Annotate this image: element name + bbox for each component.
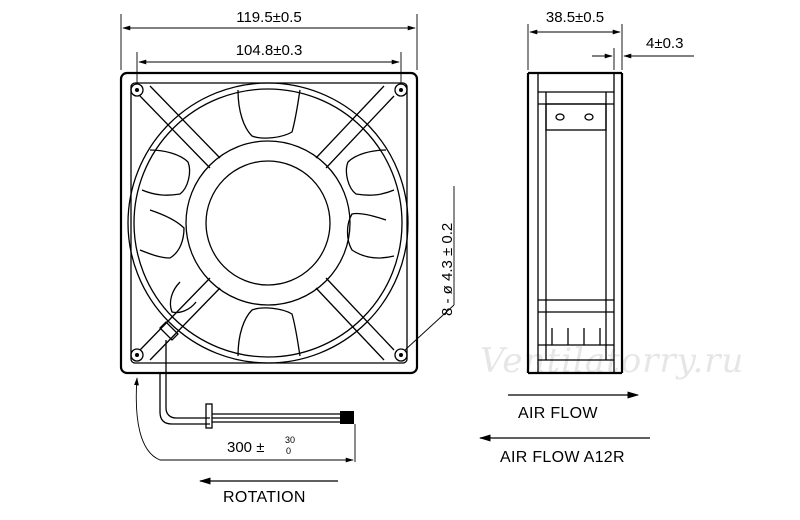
- air-flow-label: AIR FLOW: [518, 405, 598, 422]
- dim-label-lead-length: 300 ±: [227, 439, 264, 456]
- dim-label-mounting-holes: 8 - ø 4.3 ± 0.2: [439, 223, 456, 316]
- fan-frame-inner: [130, 82, 408, 364]
- cable-clip: [159, 321, 179, 341]
- hub-center: [205, 160, 331, 286]
- dim-flange: 4±0.3: [592, 35, 694, 70]
- lead-wires: [159, 373, 354, 429]
- rotation-label: ROTATION: [223, 489, 306, 506]
- dim-label-flange: 4±0.3: [646, 35, 683, 52]
- air-flow-reverse-label: AIR FLOW A12R: [500, 449, 625, 466]
- front-view: [119, 71, 419, 375]
- dim-label-lead-tol-plus: 30: [285, 435, 295, 445]
- dim-depth: 38.5±0.5: [527, 9, 623, 70]
- rotation-indicator: ROTATION: [198, 477, 338, 506]
- air-flow-indicator: AIR FLOW AIR FLOW A12R: [478, 391, 650, 466]
- side-view: [526, 71, 624, 375]
- hub-ring: [185, 140, 351, 306]
- dim-label-hole-pitch: 104.8±0.3: [236, 42, 303, 59]
- dim-hole-pitch: 104.8±0.3: [136, 42, 402, 84]
- dim-lead-length: 300 ± 30 0: [134, 377, 356, 463]
- dim-mounting-holes: 8 - ø 4.3 ± 0.2: [404, 186, 456, 351]
- dim-label-overall-width: 119.5±0.5: [236, 9, 302, 26]
- fan-frame-outer: [119, 71, 419, 375]
- venturi-inner: [133, 88, 403, 358]
- fan-blades: [139, 89, 395, 357]
- venturi-outer: [127, 82, 409, 364]
- watermark: Ventilatorry.ru: [480, 341, 744, 381]
- dim-label-lead-tol-minus: 0: [286, 446, 291, 456]
- dim-label-depth: 38.5±0.5: [546, 9, 604, 26]
- dim-overall-width: 119.5±0.5: [120, 9, 418, 70]
- support-struts: [139, 85, 395, 361]
